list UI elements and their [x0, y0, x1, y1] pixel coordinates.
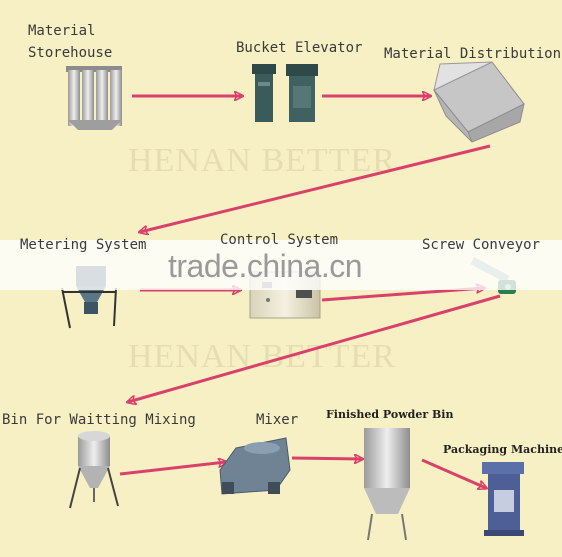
hopper-icon — [433, 61, 525, 143]
node-label-packaging-machine: Packaging Machine — [443, 443, 562, 456]
mixer-icon — [219, 437, 291, 495]
node-label-bucket-elevator: Bucket Elevator — [236, 40, 363, 56]
arrow-powder-bin-to-packaging — [421, 458, 486, 488]
flow-arrows — [119, 96, 501, 488]
powder-bin-icon — [364, 428, 410, 541]
arrow-bin-to-mixer — [119, 462, 226, 476]
node-label-screw-conveyor: Screw Conveyor — [422, 237, 541, 253]
node-label-mixer: Mixer — [256, 412, 299, 428]
brand-band — [0, 240, 562, 290]
elevator-icon — [252, 64, 318, 122]
packaging-icon — [482, 462, 524, 536]
watermark-top: HENAN BETTER — [128, 142, 396, 179]
silo-icon — [66, 66, 122, 130]
arrow-control-to-screw — [321, 288, 484, 302]
bin-icon — [69, 431, 119, 509]
arrow-distribution-to-metering — [140, 144, 491, 232]
arrow-mixer-to-powder-bin — [291, 458, 362, 459]
arrow-screw-to-bin — [128, 294, 501, 402]
node-label-control-system: Control System — [220, 232, 339, 248]
node-label-bin-waiting-mixing: Bin For Waitting Mixing — [2, 412, 196, 428]
node-label-storehouse: Material Storehouse — [28, 23, 113, 61]
node-label-finished-powder-bin: Finished Powder Bin — [326, 408, 454, 421]
node-label-material-distribution: Material Distribution — [384, 46, 562, 62]
node-label-metering-system: Metering System — [20, 237, 147, 253]
watermark-bottom: HENAN BETTER — [128, 338, 396, 375]
brand-watermark: trade.china.cn — [168, 248, 363, 284]
